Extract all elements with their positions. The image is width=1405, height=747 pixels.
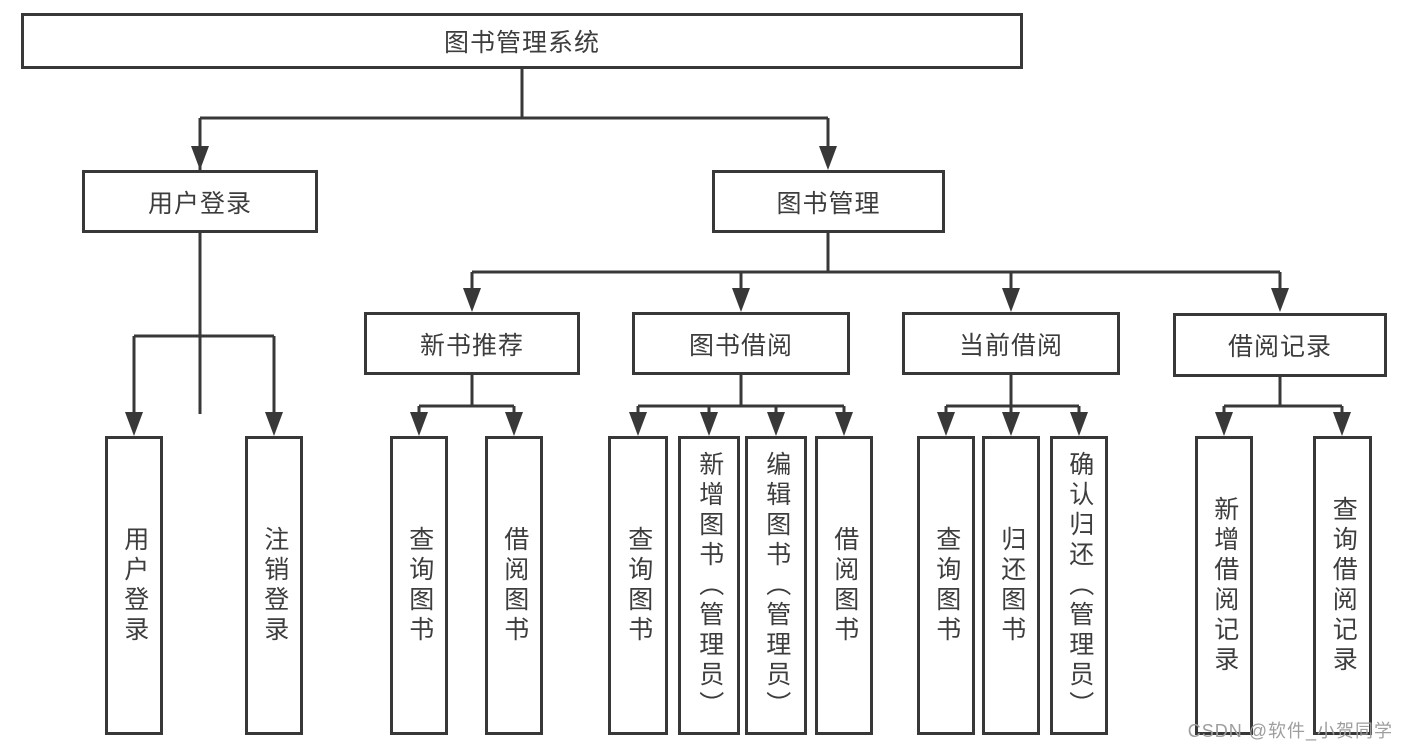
- leaf-query-books-borrowing-label: 查询图书: [624, 525, 653, 646]
- leaf-add-borrow-record: 新增借阅记录: [1195, 436, 1253, 735]
- leaf-borrow-books-recommend: 借阅图书: [485, 436, 543, 735]
- leaf-confirm-return-admin: 确认归还（管理员）: [1050, 436, 1108, 735]
- leaf-logout: 注销登录: [245, 436, 303, 735]
- node-user-login: 用户登录: [82, 170, 318, 233]
- leaf-query-borrow-record-label: 查询借阅记录: [1329, 495, 1358, 676]
- node-book-management: 图书管理: [712, 170, 945, 233]
- leaf-borrow-books-borrowing-label: 借阅图书: [830, 525, 859, 646]
- leaf-query-borrow-record: 查询借阅记录: [1313, 436, 1372, 735]
- leaf-query-books-borrowing: 查询图书: [608, 436, 668, 735]
- leaf-borrow-books-recommend-label: 借阅图书: [500, 525, 529, 646]
- leaf-query-books-recommend-label: 查询图书: [405, 525, 434, 646]
- connector-borrow-records-group: [1222, 377, 1344, 420]
- connector-user-login-group: [132, 233, 276, 418]
- leaf-borrow-books-borrowing: 借阅图书: [815, 436, 873, 735]
- csdn-watermark: CSDN @软件_小贺同学: [1187, 721, 1393, 741]
- leaf-query-books-recommend: 查询图书: [390, 436, 448, 735]
- connector-root: [198, 69, 830, 414]
- leaf-query-books-current: 查询图书: [917, 436, 975, 735]
- leaf-query-books-current-label: 查询图书: [932, 525, 961, 646]
- node-current-borrowing: 当前借阅: [902, 312, 1120, 375]
- leaf-edit-book-admin: 编辑图书（管理员）: [745, 436, 807, 735]
- node-borrowing-records: 借阅记录: [1173, 313, 1387, 377]
- arrowheads: [125, 146, 1351, 436]
- connector-book-mgmt-group: [470, 233, 1282, 294]
- leaf-add-borrow-record-label: 新增借阅记录: [1210, 495, 1239, 676]
- leaf-add-book-admin: 新增图书（管理员）: [678, 436, 740, 735]
- leaf-return-books: 归还图书: [982, 436, 1040, 735]
- leaf-logout-label: 注销登录: [260, 525, 289, 646]
- leaf-edit-book-admin-label: 编辑图书（管理员）: [762, 450, 791, 721]
- leaf-user-login: 用户登录: [105, 436, 163, 735]
- connector-book-borrow-group: [636, 375, 846, 420]
- node-book-borrowing: 图书借阅: [632, 312, 850, 375]
- node-new-book-recommend: 新书推荐: [364, 312, 580, 375]
- leaf-user-login-label: 用户登录: [120, 525, 149, 646]
- leaf-confirm-return-admin-label: 确认归还（管理员）: [1065, 450, 1094, 721]
- node-library-management-system: 图书管理系统: [21, 13, 1023, 69]
- connector-new-book-group: [417, 375, 516, 420]
- leaf-add-book-admin-label: 新增图书（管理员）: [695, 450, 724, 721]
- leaf-return-books-label: 归还图书: [997, 525, 1026, 646]
